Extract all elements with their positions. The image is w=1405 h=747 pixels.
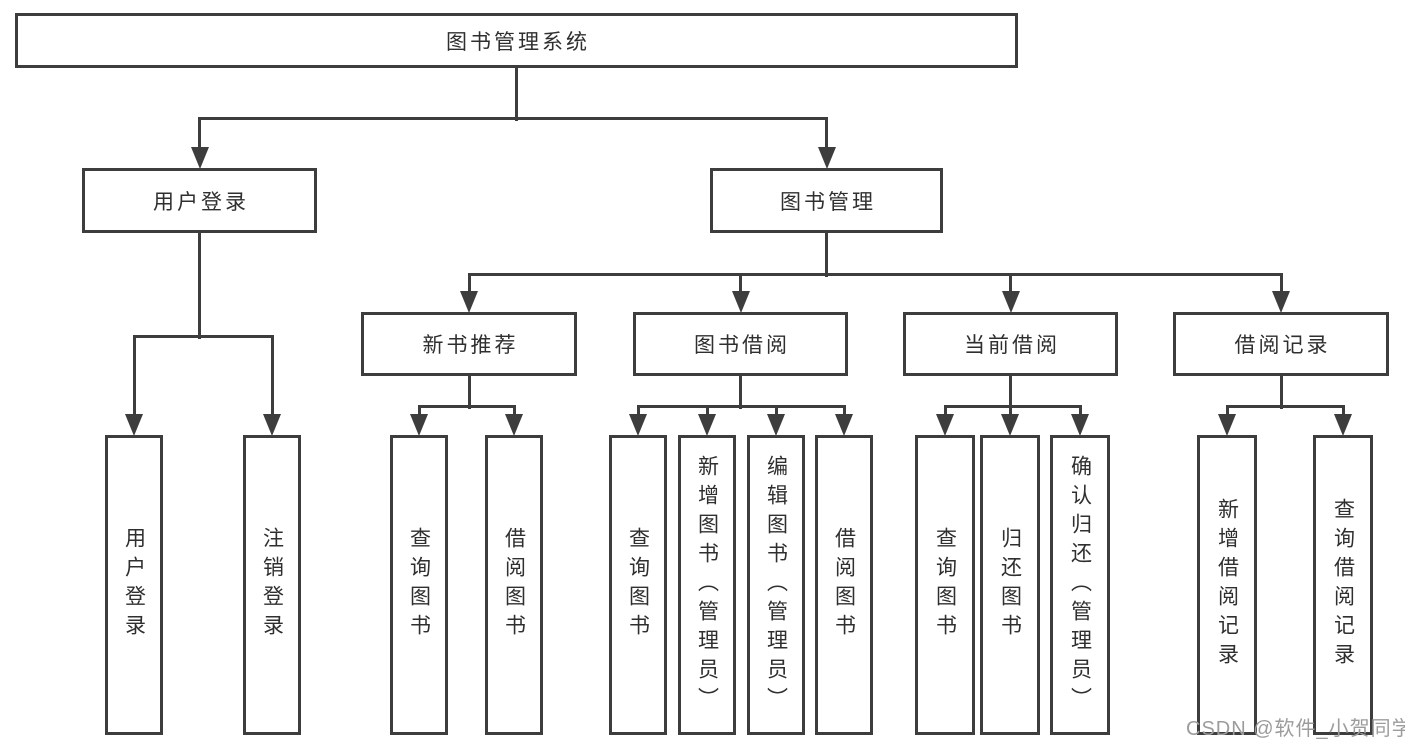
node-bb-edit: 编辑图书（管理员） [747,435,805,735]
node-label: 借阅记录 [1234,334,1331,357]
node-bb-add: 新增图书（管理员） [678,435,736,735]
connector-segment [512,406,516,417]
node-label: 查询图书 [933,527,957,643]
node-label: 图书管理系统 [446,30,590,54]
node-cb-query: 查询图书 [915,435,975,735]
connector-segment [774,406,778,417]
arrow-down-icon [1001,414,1019,436]
node-cb-return: 归还图书 [980,435,1040,735]
node-label: 查询借阅记录 [1331,498,1355,672]
node-label: 新书推荐 [422,334,519,357]
node-bb-query: 查询图书 [609,435,667,735]
connector-segment [515,68,518,121]
connector-segment [1279,274,1283,294]
node-label: 借阅图书 [832,527,856,643]
node-login: 用户登录 [82,168,317,233]
node-label: 查询图书 [626,527,650,643]
node-cb-confirm: 确认归还（管理员） [1050,435,1110,735]
connector-segment [825,118,828,150]
arrow-down-icon [767,414,785,436]
connector-segment [943,404,1082,408]
arrow-down-icon [263,414,281,436]
arrow-down-icon [1071,414,1089,436]
connector-segment [1225,404,1345,408]
connector-segment [636,406,640,417]
connector-segment [467,272,1283,276]
connector-segment [1279,376,1283,409]
arrow-down-icon [629,414,647,436]
node-new-rec: 新书推荐 [361,312,577,376]
arrow-down-icon [817,147,836,169]
node-label: 归还图书 [998,527,1022,643]
connector-segment [636,404,846,408]
connector-segment [825,233,828,277]
node-label: 用户登录 [153,190,249,214]
node-rc-query: 查询借阅记录 [1313,435,1373,735]
node-label: 用户登录 [122,527,146,643]
connector-segment [198,116,828,120]
arrow-down-icon [460,291,478,313]
connector-segment [1341,406,1345,417]
watermark-text: CSDN @软件_小贺同学 [1186,718,1405,740]
node-logout: 注销登录 [243,435,301,735]
connector-segment [705,406,709,417]
arrow-down-icon [698,414,716,436]
connector-segment [198,118,201,150]
connector-segment [842,406,846,417]
node-book-borrow: 图书借阅 [633,312,848,376]
arrow-down-icon [125,414,143,436]
node-user-login: 用户登录 [105,435,163,735]
arrow-down-icon [731,291,750,313]
node-label: 借阅图书 [502,527,526,643]
node-bb-borrow: 借阅图书 [815,435,873,735]
arrow-down-icon [1334,414,1352,436]
connector-segment [1009,274,1012,294]
arrow-down-icon [410,414,428,436]
node-label: 编辑图书（管理员） [764,454,788,716]
node-rec-query: 查询图书 [390,435,448,735]
connector-segment [198,233,201,339]
node-label: 注销登录 [260,527,284,643]
node-label: 新增图书（管理员） [695,454,719,716]
arrow-down-icon [505,414,523,436]
arrow-down-icon [1272,291,1290,313]
connector-segment [467,274,471,294]
node-label: 当前借阅 [964,334,1060,357]
connector-segment [1008,406,1012,417]
connector-segment [943,406,947,417]
arrow-down-icon [1001,291,1020,313]
node-label: 新增借阅记录 [1215,498,1239,672]
arrow-down-icon [190,147,209,169]
node-root: 图书管理系统 [15,13,1018,68]
connector-segment [1078,406,1082,417]
node-label: 确认归还（管理员） [1068,454,1092,716]
node-label: 查询图书 [407,527,431,643]
arrow-down-icon [936,414,954,436]
connector-segment [270,336,274,417]
connector-segment [417,406,421,417]
connector-segment [739,376,742,409]
node-label: 图书借阅 [694,334,790,357]
connector-segment [1225,406,1229,417]
node-rc-add: 新增借阅记录 [1197,435,1257,735]
connector-segment [132,336,136,417]
node-mgmt: 图书管理 [710,168,943,233]
node-label: 图书管理 [780,190,876,214]
connector-segment [467,376,471,409]
connector-segment [1009,376,1012,409]
connector-segment [132,334,274,338]
node-rec-borrow: 借阅图书 [485,435,543,735]
connector-segment [739,274,742,294]
node-current-borrow: 当前借阅 [903,312,1118,376]
arrow-down-icon [835,414,853,436]
node-borrow-records: 借阅记录 [1173,312,1389,376]
connector-segment [417,404,516,408]
arrow-down-icon [1218,414,1236,436]
